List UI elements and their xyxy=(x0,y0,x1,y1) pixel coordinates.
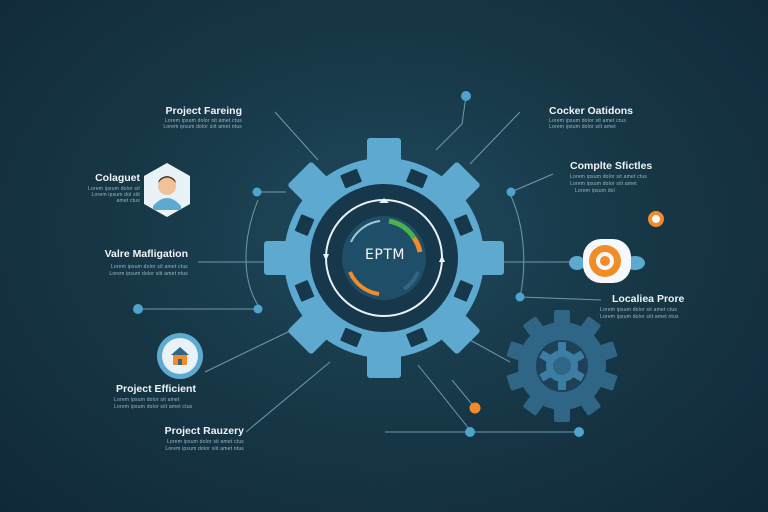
dot-left-far xyxy=(133,304,143,314)
node-desc-complte-2: Lorem ipsum dolor siit amet xyxy=(570,181,637,187)
dot-top xyxy=(461,91,471,101)
node-title-colaguet: Colaguet xyxy=(95,172,140,184)
node-title-project-efficient: Project Efficient xyxy=(116,383,196,395)
connector-bottom-left xyxy=(417,364,471,431)
node-title-localiea-prore: Localiea Prore xyxy=(612,293,685,305)
dot-complte xyxy=(506,187,516,197)
connector-project-rauzery xyxy=(245,361,331,433)
gear-badge-icon xyxy=(569,239,645,283)
node-title-cocker-oatidons: Cocker Oatidons xyxy=(549,105,634,117)
connector-cocker xyxy=(469,111,521,165)
node-desc-colaguet-1: Lorem ipsum dolor sit xyxy=(88,186,140,192)
node-desc-rauzery-2: Lorem ipsum dolor siit amet ntus xyxy=(165,446,244,452)
node-desc-valre-1: Lorem ipsum dolor sit amet ctus xyxy=(110,264,188,270)
node-desc-colaguet-3: amet ctus xyxy=(116,198,140,204)
node-desc-rauzery-1: Lorem ipsum dolor sit amet ctus xyxy=(166,439,244,445)
connector-arc-left xyxy=(245,199,259,306)
node-title-complte-sfictles: Complte Sfictles xyxy=(570,160,653,172)
node-title-project-rauzery: Project Rauzery xyxy=(164,425,244,437)
node-desc-complte-3: Lorem ipsum dol xyxy=(575,188,615,194)
node-desc-cocker-1: Lorem ipsum dolor sit amet ctus xyxy=(549,118,627,124)
main-gear-icon xyxy=(264,138,504,378)
orange-badge-icon xyxy=(648,211,664,227)
dot-left-mid xyxy=(253,304,263,314)
dot-colaguet xyxy=(252,187,262,197)
avatar-icon xyxy=(144,163,190,217)
center-label: EPTM xyxy=(365,247,405,263)
node-desc-localiea-2: Lorem ipsum dolor siit amet ntus xyxy=(600,314,679,320)
node-desc-efficient-1: Lorem ipsum dolor sit amet xyxy=(114,397,180,403)
node-desc-efficient-2: Lorem ipsum dolor siit amet ctus xyxy=(114,404,193,410)
dot-right-mid xyxy=(515,292,525,302)
connector-project-fareing xyxy=(274,111,319,161)
dot-bottom-mid xyxy=(465,427,475,437)
connector-orange-dot xyxy=(451,379,476,409)
dot-orange xyxy=(469,402,481,414)
connector-lines xyxy=(138,95,602,433)
connector-complte xyxy=(510,173,554,193)
connector-arc-right xyxy=(510,195,525,298)
node-title-valre-mafligation: Valre Mafligation xyxy=(104,248,188,260)
node-desc-project-fareing-1: Lorem ipsum dolor sit amet ctus xyxy=(164,118,242,124)
node-desc-colaguet-2: Lorem ipsum dol siit xyxy=(91,192,140,198)
node-desc-complte-1: Lorem ipsum dolor sit amet ctus xyxy=(570,174,648,180)
node-desc-cocker-2: Lorem ipsum dolor siit amet xyxy=(549,124,616,130)
connector-dots xyxy=(133,91,584,437)
connector-localiea xyxy=(519,296,602,301)
house-icon xyxy=(157,333,203,379)
node-desc-project-fareing-2: Lorem ipsum dolor siit amet ntus xyxy=(163,124,242,130)
node-desc-valre-2: Lorem ipsum dolor siit amet ntus xyxy=(109,271,188,277)
connector-project-efficient xyxy=(204,329,293,373)
node-desc-localiea-1: Lorem ipsum dolor sit amet ctus xyxy=(600,307,678,313)
dot-bottom-right xyxy=(574,427,584,437)
node-title-project-fareing: Project Fareing xyxy=(165,105,242,117)
small-gear-icon xyxy=(506,310,618,422)
connector-top-dot xyxy=(435,95,467,151)
connector-small-gear xyxy=(469,339,511,363)
